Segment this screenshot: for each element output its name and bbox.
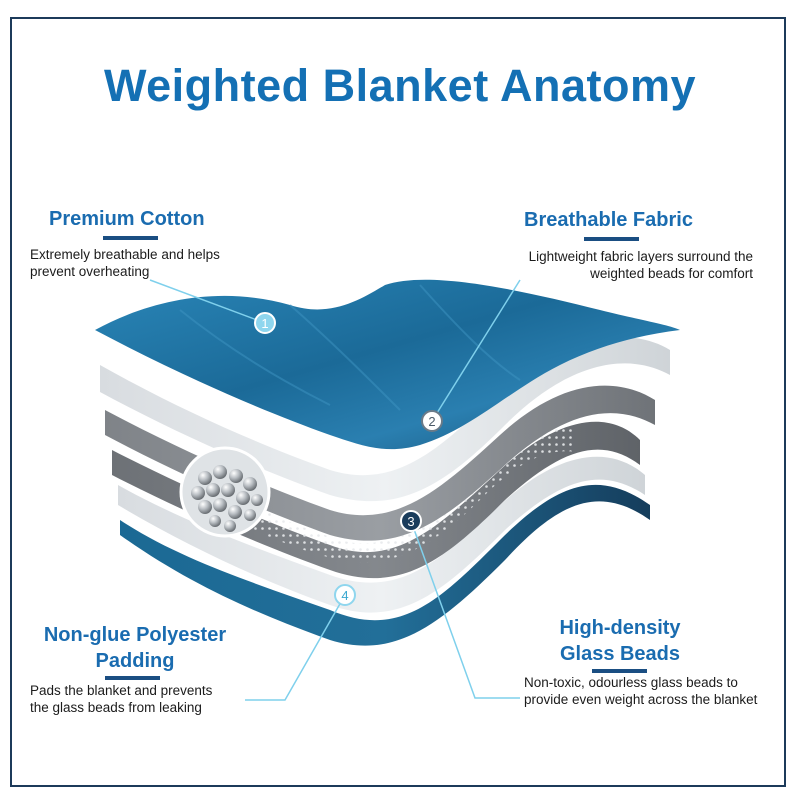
glass-beads-underline <box>592 669 647 673</box>
leader-line-1 <box>149 279 266 324</box>
marker-3: 3 <box>400 510 422 532</box>
glass-beads-magnifier <box>179 446 271 538</box>
polyester-padding-underline <box>105 676 160 680</box>
leader-line-2 <box>431 279 521 422</box>
premium-cotton-layer <box>95 279 680 450</box>
leader-line-4 <box>245 594 346 701</box>
premium-cotton-underline <box>103 236 158 240</box>
svg-text:3: 3 <box>407 514 414 529</box>
leader-line-3 <box>410 520 520 699</box>
svg-text:1: 1 <box>261 316 268 331</box>
marker-2: 2 <box>421 410 443 432</box>
breathable-fabric-underline <box>584 237 639 241</box>
svg-text:2: 2 <box>428 414 435 429</box>
glass-bead-dots <box>180 428 575 563</box>
breathable-fabric-heading: Breathable Fabric <box>524 209 693 231</box>
glass-bead-layer <box>112 421 640 579</box>
marker-1: 1 <box>254 312 276 334</box>
gray-fabric-layer <box>105 385 655 541</box>
svg-text:4: 4 <box>341 588 348 603</box>
marker-4: 4 <box>334 584 356 606</box>
bottom-cotton-layer <box>120 484 650 646</box>
diagram-title: Weighted Blanket Anatomy <box>103 60 697 111</box>
polyester-padding-layer <box>118 456 645 613</box>
premium-cotton-heading: Premium Cotton <box>49 208 205 230</box>
